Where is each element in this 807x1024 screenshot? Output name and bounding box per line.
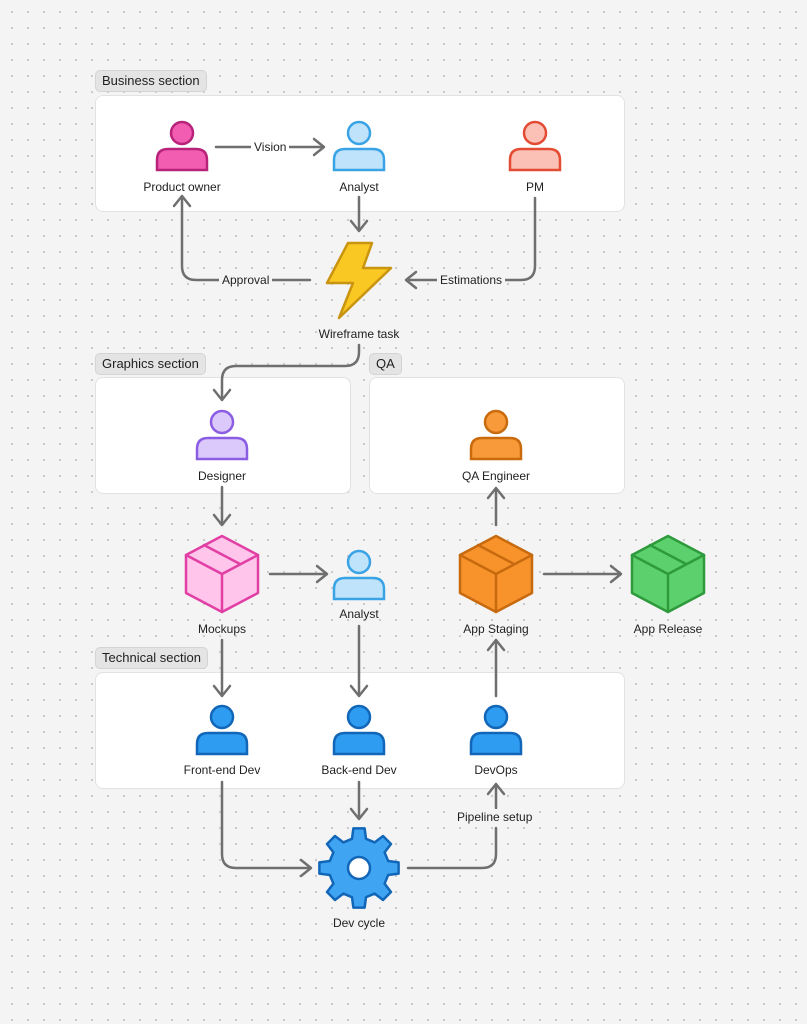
- pm-label: PM: [526, 180, 544, 194]
- technical-section-tag[interactable]: Technical section: [95, 647, 208, 669]
- designer-label: Designer: [197, 469, 247, 483]
- analyst-mid-person-icon[interactable]: [332, 549, 386, 601]
- edge-frontend-to-devcycle[interactable]: [220, 780, 313, 878]
- qa-engineer-person-icon[interactable]: [469, 409, 523, 461]
- approval-edge-label: Approval: [219, 272, 273, 288]
- qa-section-tag[interactable]: QA: [369, 353, 402, 375]
- vision-edge-label: Vision: [251, 139, 290, 155]
- edge-estimations[interactable]: [404, 196, 537, 290]
- backend-dev-person-icon[interactable]: [332, 704, 386, 756]
- edge-analyst-to-wireframe[interactable]: [349, 195, 369, 233]
- edge-devops-to-staging[interactable]: [486, 638, 506, 698]
- graphics-section-tag[interactable]: Graphics section: [95, 353, 206, 375]
- edge-wireframe-to-designer[interactable]: [212, 343, 361, 402]
- backend-dev-label: Back-end Dev: [321, 763, 397, 777]
- product-owner-label: Product owner: [143, 180, 221, 194]
- designer-person-icon[interactable]: [195, 409, 249, 461]
- edge-analyst-to-backend[interactable]: [349, 624, 369, 698]
- wireframe-task-label: Wireframe task: [318, 327, 400, 341]
- frontend-dev-person-icon[interactable]: [195, 704, 249, 756]
- analyst-mid-label: Analyst: [339, 607, 379, 621]
- edge-staging-to-release[interactable]: [542, 564, 623, 584]
- pipeline-setup-edge-label: Pipeline setup: [454, 809, 536, 825]
- pm-person-icon[interactable]: [508, 120, 562, 172]
- edge-mockups-to-frontend[interactable]: [212, 638, 232, 698]
- dev-cycle-gear-icon[interactable]: [318, 827, 400, 909]
- estimations-edge-label: Estimations: [437, 272, 506, 288]
- devops-person-icon[interactable]: [469, 704, 523, 756]
- wireframe-task-lightning-icon[interactable]: [325, 241, 393, 320]
- edge-devcycle-to-devops[interactable]: [406, 782, 506, 870]
- edge-staging-to-qa[interactable]: [486, 486, 506, 527]
- app-release-box-icon[interactable]: [630, 534, 706, 614]
- mockups-label: Mockups: [197, 622, 247, 636]
- frontend-dev-label: Front-end Dev: [183, 763, 261, 777]
- app-staging-box-icon[interactable]: [458, 534, 534, 614]
- app-staging-label: App Staging: [463, 622, 529, 636]
- app-release-label: App Release: [633, 622, 703, 636]
- mockups-box-icon[interactable]: [184, 534, 260, 614]
- devops-label: DevOps: [474, 763, 518, 777]
- edge-designer-to-mockups[interactable]: [212, 485, 232, 527]
- qa-engineer-label: QA Engineer: [461, 469, 531, 483]
- product-owner-person-icon[interactable]: [155, 120, 209, 172]
- business-section-tag[interactable]: Business section: [95, 70, 207, 92]
- edge-approval[interactable]: [172, 194, 312, 282]
- dev-cycle-label: Dev cycle: [332, 916, 385, 930]
- edge-mockups-to-analyst[interactable]: [268, 564, 329, 584]
- edge-backend-to-devcycle[interactable]: [349, 780, 369, 821]
- analyst-top-label: Analyst: [339, 180, 379, 194]
- analyst-top-person-icon[interactable]: [332, 120, 386, 172]
